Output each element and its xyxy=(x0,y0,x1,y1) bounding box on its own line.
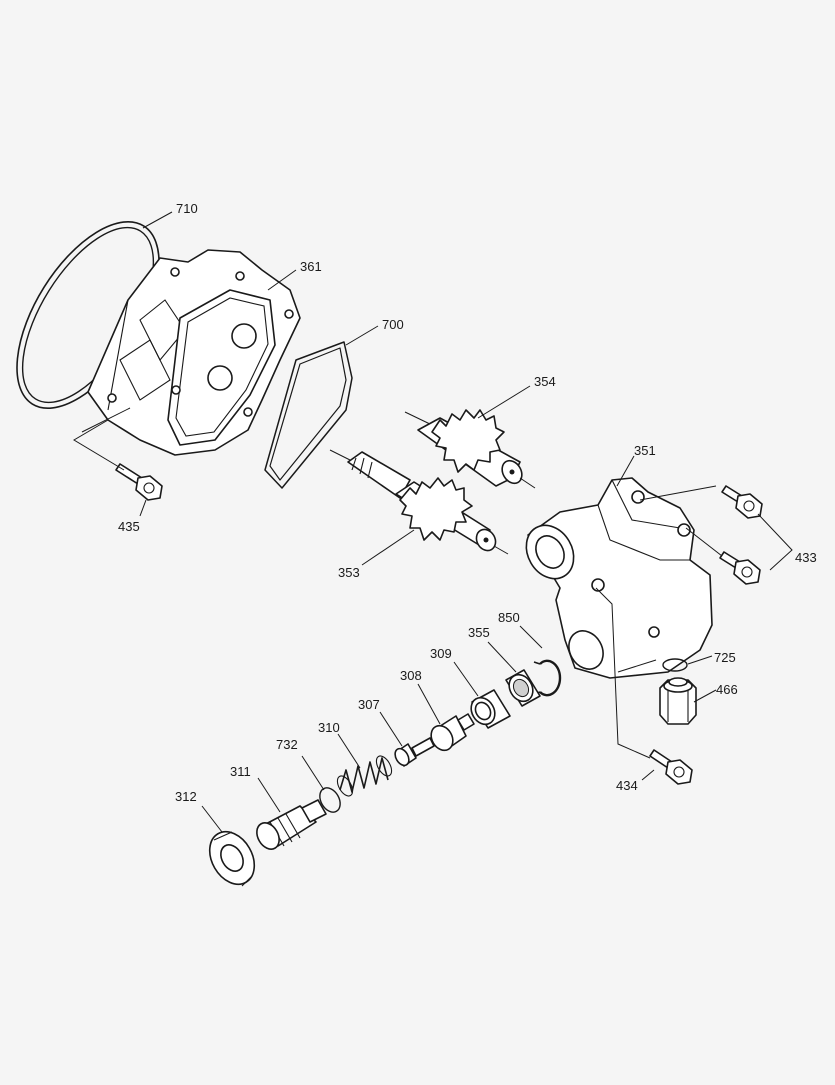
callout-700: 700 xyxy=(382,317,404,332)
callout-361: 361 xyxy=(300,259,322,274)
callout-433: 433 xyxy=(795,550,817,565)
part-433-bolt-upper xyxy=(721,485,763,519)
callout-310: 310 xyxy=(318,720,340,735)
part-361-pump-cover xyxy=(87,249,301,456)
callout-312: 312 xyxy=(175,789,197,804)
part-311-valve-seat xyxy=(256,799,327,850)
part-850-snap-ring xyxy=(533,659,562,697)
callout-435: 435 xyxy=(118,519,140,534)
part-310-spring xyxy=(336,755,393,797)
part-308-valve-piston xyxy=(430,713,475,752)
callout-353: 353 xyxy=(338,565,360,580)
part-312-plug-nut xyxy=(208,830,256,887)
part-466-plug xyxy=(659,677,697,725)
part-725-small-o-ring xyxy=(662,658,688,672)
leader-lines xyxy=(73,211,793,833)
part-700-gasket xyxy=(264,341,353,489)
callout-354: 354 xyxy=(534,374,556,389)
callout-labels: 710 361 700 354 351 435 433 353 850 355 … xyxy=(118,201,817,804)
callout-355: 355 xyxy=(468,625,490,640)
part-307-valve-pin xyxy=(394,737,435,767)
callout-725: 725 xyxy=(714,650,736,665)
part-433-bolt-lower xyxy=(719,551,761,585)
callout-850: 850 xyxy=(498,610,520,625)
part-355-strainer xyxy=(505,669,541,707)
callout-311: 311 xyxy=(230,764,251,779)
part-354-driven-gear xyxy=(404,409,536,489)
callout-309: 309 xyxy=(430,646,452,661)
callout-307: 307 xyxy=(358,697,380,712)
part-309-sleeve xyxy=(470,689,511,729)
callout-732: 732 xyxy=(276,737,298,752)
callout-308: 308 xyxy=(400,668,422,683)
callout-710: 710 xyxy=(176,201,198,216)
callout-466: 466 xyxy=(716,682,738,697)
part-353-drive-gear-shaft xyxy=(329,449,509,555)
part-434-bolt xyxy=(649,749,693,785)
part-351-pump-body xyxy=(525,477,713,679)
callout-434: 434 xyxy=(616,778,638,793)
callout-351: 351 xyxy=(634,443,656,458)
